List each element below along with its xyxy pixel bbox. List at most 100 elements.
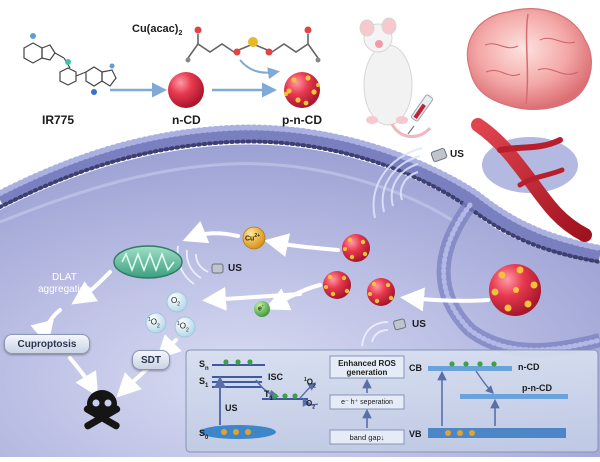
arrow-np-to-o2 <box>202 286 302 311</box>
s1-subscript: 1 <box>205 382 209 389</box>
singlet-o2-b-prefix: 1 <box>177 321 180 327</box>
reactant-o2-label: O2 <box>306 400 315 411</box>
ncd-label: n-CD <box>172 113 201 127</box>
o2-subscript: 2 <box>177 301 181 308</box>
mechanism-us-label: US <box>225 403 238 413</box>
pncd-particle-cell-1 <box>342 234 370 262</box>
band-gap-box <box>329 429 405 445</box>
cell-membrane-right-dots <box>441 202 600 353</box>
cuproptosis-pill: Cuproptosis <box>4 334 90 354</box>
ultrasound-probe-top <box>430 147 448 163</box>
enhanced-ros-line-2: generation <box>346 368 388 377</box>
singlet-o2-label-b: 1O2 <box>177 322 189 333</box>
isc-label: ISC <box>268 372 284 382</box>
singlet-o2-label-a: 1O2 <box>148 318 160 329</box>
us-label-top: US <box>450 149 464 160</box>
cu-ion-icon <box>242 226 266 250</box>
singlet-o2-bubble-b <box>174 316 196 338</box>
pncd-particle <box>284 72 320 108</box>
electron-text: e <box>258 305 262 313</box>
t1-text: T <box>264 389 270 399</box>
arrow-big-np-to-cell <box>400 287 490 312</box>
singlet-o2-a-text: O <box>150 317 158 327</box>
electron-charge: - <box>261 303 264 309</box>
ir775-label: IR775 <box>42 113 75 127</box>
ultrasound-waves-mid <box>176 245 209 285</box>
separation-label: e⁻ h⁺ seperation <box>341 399 393 406</box>
arrow-mito-to-dlat <box>71 270 112 305</box>
product-o2-label: 1O2 <box>304 378 316 389</box>
us-label-mid: US <box>228 263 242 274</box>
electron-icon <box>254 301 270 317</box>
singlet-o2-a-prefix: 1 <box>148 317 151 323</box>
pncd-particle-cell-3 <box>367 278 395 306</box>
cu-ion-text: Cu <box>245 235 255 243</box>
sdt-pill: SDT <box>132 350 170 370</box>
ultrasound-probe-low <box>393 318 407 331</box>
s1-label: S1 <box>199 377 208 389</box>
ir775-molecule-icon <box>23 33 117 95</box>
cu-acac-molecule-icon <box>185 26 321 63</box>
cell-membrane-inner <box>0 162 456 224</box>
cu-acac-subscript: 2 <box>178 30 183 38</box>
cu-ion-charge: 2+ <box>254 233 261 239</box>
singlet-o2-bubble-a <box>145 312 167 334</box>
arrow-cu-to-pncd <box>239 59 280 80</box>
mouse-illustration <box>359 17 432 138</box>
product-o2-prefix: 1 <box>304 377 307 383</box>
arrow-cu-to-mito <box>182 220 240 244</box>
ultrasound-probe-mid <box>211 263 224 274</box>
cell-membrane-dots-inner <box>0 139 600 264</box>
dlat-line-2: aggregation <box>38 284 91 295</box>
cb-label: CB <box>409 363 422 373</box>
blood-vessel-illustration <box>471 118 592 242</box>
vb-material-label: p-n-CD <box>522 383 552 393</box>
reactant-o2-subscript: 2 <box>312 404 316 411</box>
skull-icon <box>83 390 121 430</box>
band-diagram <box>428 361 568 438</box>
pncd-particle-cell-2 <box>323 271 351 299</box>
singlet-o2-a-subscript: 2 <box>157 323 160 330</box>
cu-acac-text: Cu(acac) <box>132 23 179 35</box>
cu-ion-label: Cu2+ <box>245 233 261 243</box>
sn-text: S <box>199 359 206 369</box>
band-gap-label: band gap↓ <box>349 433 385 442</box>
reactant-o2-text: O <box>306 399 313 408</box>
pncd-label: p-n-CD <box>282 113 322 127</box>
o2-label: O2 <box>171 297 180 308</box>
cu-acac-label: Cu(acac)2 <box>132 23 183 38</box>
enhanced-ros-box <box>329 355 405 379</box>
pncd-particle-big <box>489 264 541 316</box>
synthesis-scheme <box>23 26 321 108</box>
o2-text: O <box>171 296 178 305</box>
mitochondrion-icon <box>113 245 183 279</box>
singlet-o2-b-subscript: 2 <box>186 327 189 334</box>
us-label-low: US <box>412 319 426 330</box>
t1-label: T1 <box>264 390 273 402</box>
s0-label: S0 <box>199 429 208 441</box>
s0-text: S <box>199 428 206 438</box>
cell-membrane-outer <box>0 126 600 263</box>
cb-material-label: n-CD <box>518 362 540 372</box>
enhanced-ros-line-1: Enhanced ROS <box>338 359 396 368</box>
enhanced-ros-label: Enhanced ROS generation <box>330 359 404 377</box>
jablonski-diagram <box>200 359 319 439</box>
sn-subscript: n <box>205 365 209 372</box>
cell-membrane-dots-outer <box>0 124 600 251</box>
syringe-icon <box>407 94 434 135</box>
arrow-cuproptosis-to-death <box>68 356 99 397</box>
vb-label: VB <box>409 429 422 439</box>
brain-illustration <box>466 8 593 110</box>
singlet-o2-b-text: O <box>179 321 187 331</box>
electron-label: e- <box>258 303 264 313</box>
ultrasound-waves-low <box>361 321 389 347</box>
s1-text: S <box>199 376 206 386</box>
product-o2-text: O <box>306 377 314 387</box>
dlat-label: DLAT aggregation <box>38 272 91 296</box>
mechanism-panel <box>185 349 599 453</box>
t1-subscript: 1 <box>269 395 273 402</box>
arrow-np-to-cu <box>264 233 340 257</box>
ultrasound-waves-top <box>372 147 423 219</box>
